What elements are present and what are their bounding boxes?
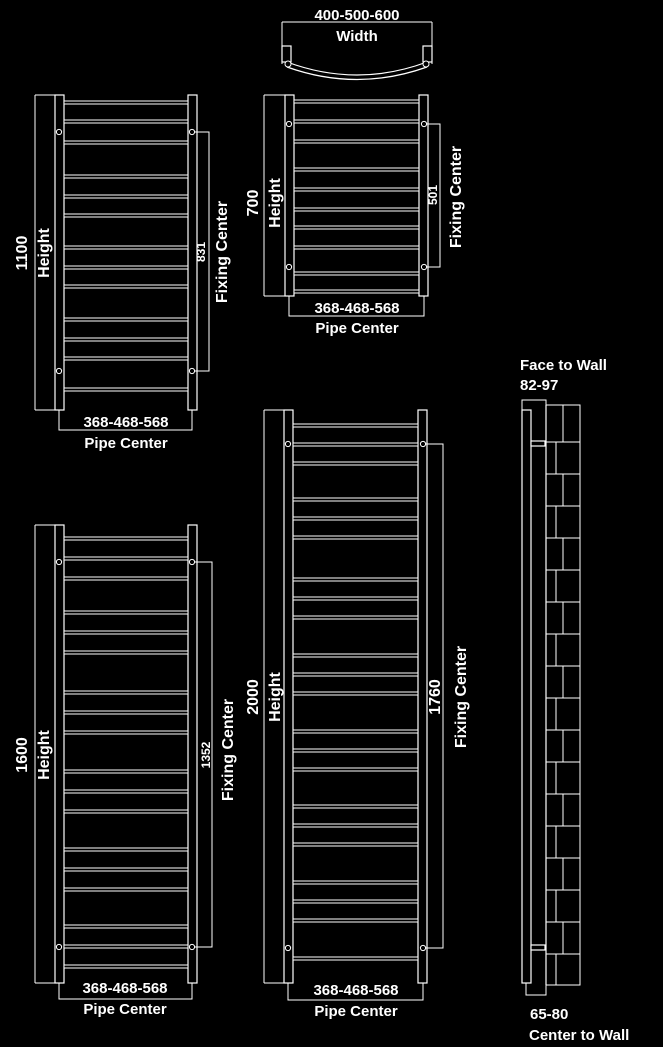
- right-rail: [187, 524, 198, 984]
- bars: [63, 536, 189, 969]
- pipe-label: Pipe Center: [315, 320, 399, 337]
- fixing-value: 1760: [427, 679, 444, 715]
- fixing-value: 501: [426, 185, 440, 205]
- height-value: 1600: [14, 737, 31, 773]
- radiator-1600-view: 1600 Height 1352: [14, 524, 237, 1018]
- radiator-2000-view: 2000 Height: [245, 409, 470, 1020]
- pipe-label: Pipe Center: [314, 1003, 398, 1020]
- left-rail: [283, 409, 294, 984]
- height-value: 700: [245, 190, 262, 217]
- left-rail: [54, 94, 65, 411]
- pipe-value: 368-468-568: [83, 414, 168, 431]
- left-rail: [54, 524, 65, 984]
- side-rail: [521, 409, 532, 984]
- side-view: Face to Wall 82-97 65-80 Center to Wall: [520, 357, 629, 1044]
- center-to-wall-value: 65-80: [530, 1006, 568, 1023]
- fixing-label: Fixing Center: [214, 201, 231, 303]
- pipe-value: 368-468-568: [313, 982, 398, 999]
- pipe-value: 368-468-568: [82, 980, 167, 997]
- width-range-label: 400-500-600: [314, 7, 399, 24]
- radiator-700-view: 700 Height 501 Fixing Center 368-468-568…: [245, 94, 465, 337]
- bars: [292, 423, 419, 961]
- face-to-wall-value: 82-97: [520, 377, 558, 394]
- fixing-value: 1352: [199, 741, 213, 768]
- height-label: Height: [267, 671, 284, 721]
- pipe-label: Pipe Center: [83, 1001, 167, 1018]
- height-value: 2000: [245, 679, 262, 715]
- fixing-value: 831: [194, 242, 208, 262]
- fixing-label: Fixing Center: [453, 646, 470, 748]
- radiator-1100-view: 1100 Height 831 Fixing Center: [14, 94, 231, 452]
- pipe-label: Pipe Center: [84, 435, 168, 452]
- width-top-view: 400-500-600 Width: [281, 7, 433, 81]
- pipe-value: 368-468-568: [314, 300, 399, 317]
- width-label: Width: [336, 28, 378, 45]
- height-value: 1100: [14, 236, 31, 271]
- height-label: Height: [36, 227, 53, 277]
- center-to-wall-label: Center to Wall: [529, 1027, 629, 1044]
- wall-bricks: [546, 404, 581, 986]
- height-label: Height: [267, 177, 284, 227]
- right-rail: [417, 409, 428, 984]
- bars: [63, 100, 189, 392]
- bars: [293, 99, 420, 294]
- face-to-wall-label: Face to Wall: [520, 357, 607, 374]
- fixing-label: Fixing Center: [220, 699, 237, 801]
- height-label: Height: [36, 729, 53, 779]
- fixing-label: Fixing Center: [448, 146, 465, 248]
